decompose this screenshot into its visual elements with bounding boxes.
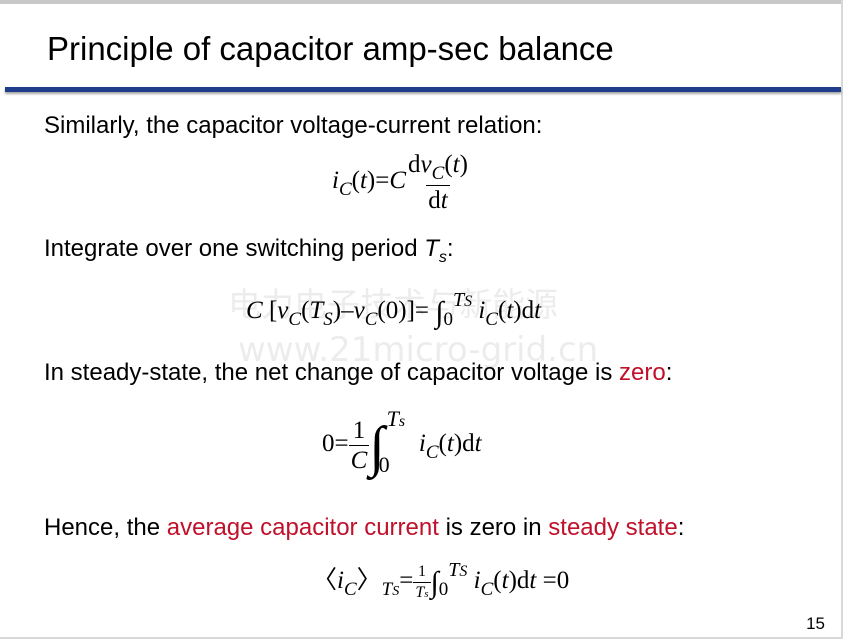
average-current-highlight: average capacitor current [166,514,439,541]
steady-state-colon: : [665,359,673,386]
integrate-colon: : [446,235,454,262]
page-number: 15 [806,614,825,633]
zero-highlight: zero [619,359,666,386]
slide-title: Principle of capacitor amp-sec balance [47,30,614,67]
text-line-integrate: Integrate over one switching period Ts: [44,235,454,267]
title-underline [5,87,841,92]
watermark-url: www.21micro-grid.cn [238,330,599,370]
bottom-border [0,637,843,639]
watermark-chinese: 电力电子技术与新能源 [228,285,558,324]
right-border [841,0,843,639]
steady-state-highlight: steady state [548,514,678,541]
integrate-text: Integrate over one switching period [44,235,425,262]
period-subscript: s [438,248,447,266]
steady-state-text: In steady-state, the net change of capac… [44,359,620,386]
text-line-average-current: Hence, the average capacitor current is … [44,514,684,542]
hence-text: Hence, the [44,514,167,541]
average-current-colon: : [677,514,685,541]
top-border [0,0,843,4]
equation-integral-balance: C [vC(TS)–vC(0)]= ∫0TS iC(t)dt [246,289,542,330]
text-line-voltage-current: Similarly, the capacitor voltage-current… [44,112,543,139]
zero-in-text: is zero in [438,514,549,541]
period-symbol: T [424,235,439,262]
text-line-steady-state: In steady-state, the net change of capac… [44,359,672,387]
